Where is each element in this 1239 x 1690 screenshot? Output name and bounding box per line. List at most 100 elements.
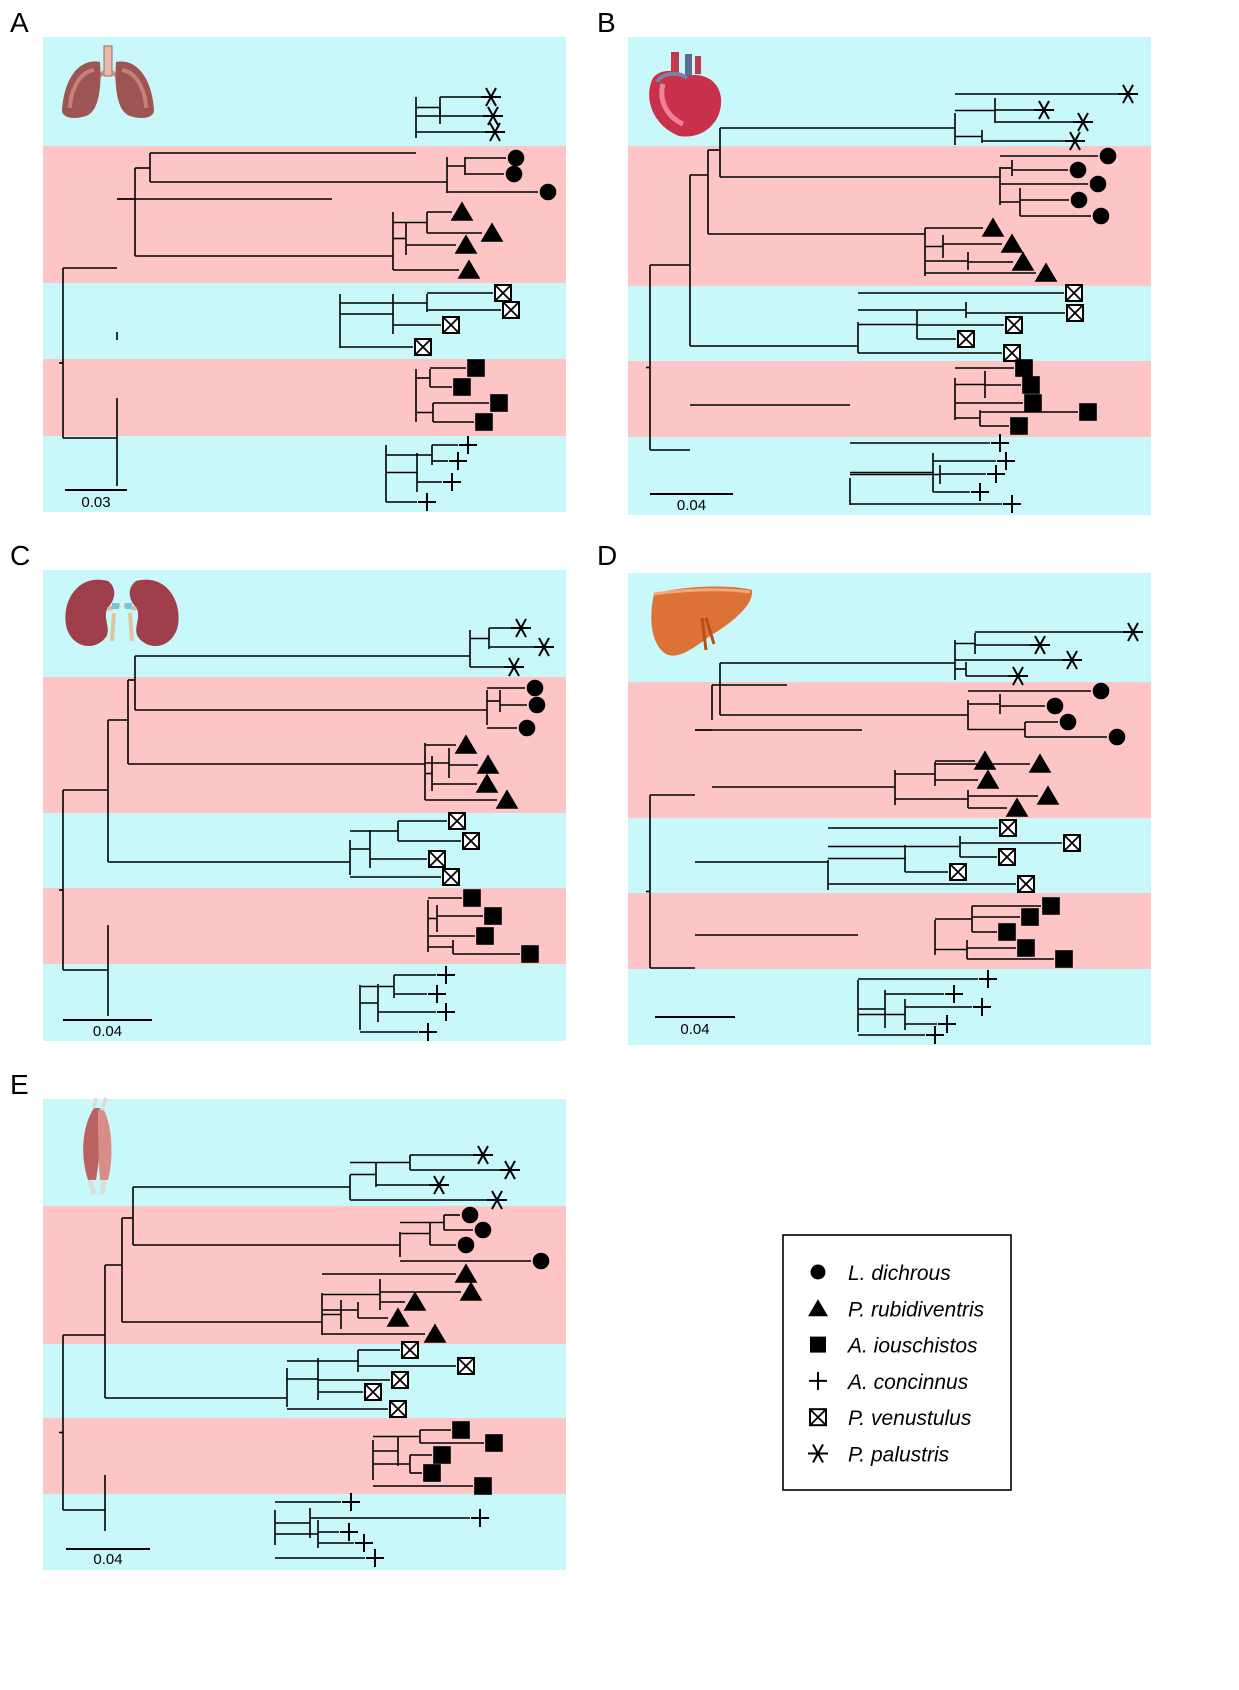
species-marker-ld (476, 1223, 491, 1238)
scale-label: 0.04 (677, 497, 706, 514)
panel-b: B 0.04 (597, 7, 1151, 515)
species-marker-pv (1000, 820, 1016, 836)
species-marker-pv (365, 1384, 381, 1400)
species-marker-ai (491, 395, 507, 411)
species-marker-ai (476, 414, 492, 430)
scale-label: 0.04 (680, 1021, 709, 1038)
species-marker-ai (424, 1465, 440, 1481)
panel-e: E 0.04 (10, 1069, 566, 1570)
crossed-square-icon (810, 1409, 826, 1425)
species-marker-pv (999, 849, 1015, 865)
panel-d: D 0.04 (597, 540, 1151, 1045)
panel-letter: C (10, 540, 30, 571)
species-marker-ai (475, 1478, 491, 1494)
background-band (43, 570, 566, 677)
species-marker-pv (950, 864, 966, 880)
species-marker-pv (429, 851, 445, 867)
species-marker-ld (1072, 193, 1087, 208)
species-marker-ai (999, 924, 1015, 940)
species-marker-ai (1043, 898, 1059, 914)
species-marker-pv (443, 317, 459, 333)
species-marker-ai (464, 890, 480, 906)
species-marker-ld (528, 681, 543, 696)
species-marker-ld (534, 1254, 549, 1269)
species-marker-ld (520, 721, 535, 736)
species-marker-ai (468, 360, 484, 376)
species-marker-ld (541, 185, 556, 200)
panel-letter: A (10, 7, 29, 38)
species-marker-ai (1018, 940, 1034, 956)
species-marker-pv (1067, 305, 1083, 321)
species-marker-pv (463, 833, 479, 849)
species-marker-ai (434, 1447, 450, 1463)
species-marker-ld (1094, 209, 1109, 224)
species-marker-ai (1022, 909, 1038, 925)
panel-a: A 0.03 (10, 7, 566, 512)
species-marker-ai (1023, 377, 1039, 393)
background-band (43, 146, 566, 283)
species-marker-ld (530, 698, 545, 713)
species-marker-ld (1048, 699, 1063, 714)
species-marker-ai (454, 379, 470, 395)
species-marker-pv (1018, 876, 1034, 892)
scale-label: 0.03 (81, 494, 110, 511)
species-marker-ai (1056, 951, 1072, 967)
legend-label: L. dichrous (848, 1262, 951, 1285)
legend-label: A. iouschistos (846, 1335, 978, 1358)
background-band (43, 888, 566, 964)
legend-label: P. palustris (848, 1444, 950, 1467)
filled-square-icon (810, 1337, 826, 1353)
background-band (628, 682, 1151, 818)
species-marker-pv (449, 813, 465, 829)
species-marker-pv (1066, 285, 1082, 301)
species-marker-ai (477, 928, 493, 944)
species-marker-pv (392, 1372, 408, 1388)
background-band (628, 818, 1151, 893)
panel-letter: D (597, 540, 617, 571)
species-marker-ld (509, 151, 524, 166)
species-marker-ld (1091, 177, 1106, 192)
species-marker-ai (1025, 395, 1041, 411)
species-marker-ld (463, 1208, 478, 1223)
species-marker-pv (415, 339, 431, 355)
legend-label: P. venustulus (848, 1407, 972, 1430)
species-legend: L. dichrous P. rubidiventris A. iouschisto… (783, 1235, 1011, 1490)
background-band (43, 1099, 566, 1206)
species-marker-ld (1071, 163, 1086, 178)
species-marker-pv (1004, 345, 1020, 361)
background-band (43, 283, 566, 359)
panel-letter: B (597, 7, 616, 38)
species-marker-ai (1016, 360, 1032, 376)
legend-label: A. concinnus (846, 1371, 969, 1394)
species-marker-pv (443, 869, 459, 885)
species-marker-ld (1094, 684, 1109, 699)
panel-c: C 0.04 (10, 540, 566, 1041)
species-marker-ai (522, 946, 538, 962)
species-marker-pv (495, 285, 511, 301)
species-marker-pv (402, 1342, 418, 1358)
background-band (628, 361, 1151, 437)
species-marker-pv (503, 302, 519, 318)
legend-label: P. rubidiventris (848, 1298, 985, 1321)
species-marker-pv (390, 1401, 406, 1417)
scale-label: 0.04 (93, 1551, 122, 1568)
scale-label: 0.04 (93, 1023, 122, 1040)
species-marker-ld (1061, 715, 1076, 730)
species-marker-ld (507, 167, 522, 182)
species-marker-ld (459, 1238, 474, 1253)
filled-circle-icon (811, 1265, 826, 1280)
species-marker-ai (453, 1422, 469, 1438)
species-marker-ai (1011, 418, 1027, 434)
species-marker-ai (486, 1435, 502, 1451)
background-band (43, 1344, 566, 1418)
species-marker-pv (958, 331, 974, 347)
species-marker-ld (1101, 149, 1116, 164)
species-marker-ai (1080, 404, 1096, 420)
background-band (43, 436, 566, 512)
species-marker-pv (458, 1358, 474, 1374)
species-marker-ai (485, 908, 501, 924)
panel-letter: E (10, 1069, 29, 1100)
background-band (43, 813, 566, 888)
species-marker-pv (1006, 317, 1022, 333)
